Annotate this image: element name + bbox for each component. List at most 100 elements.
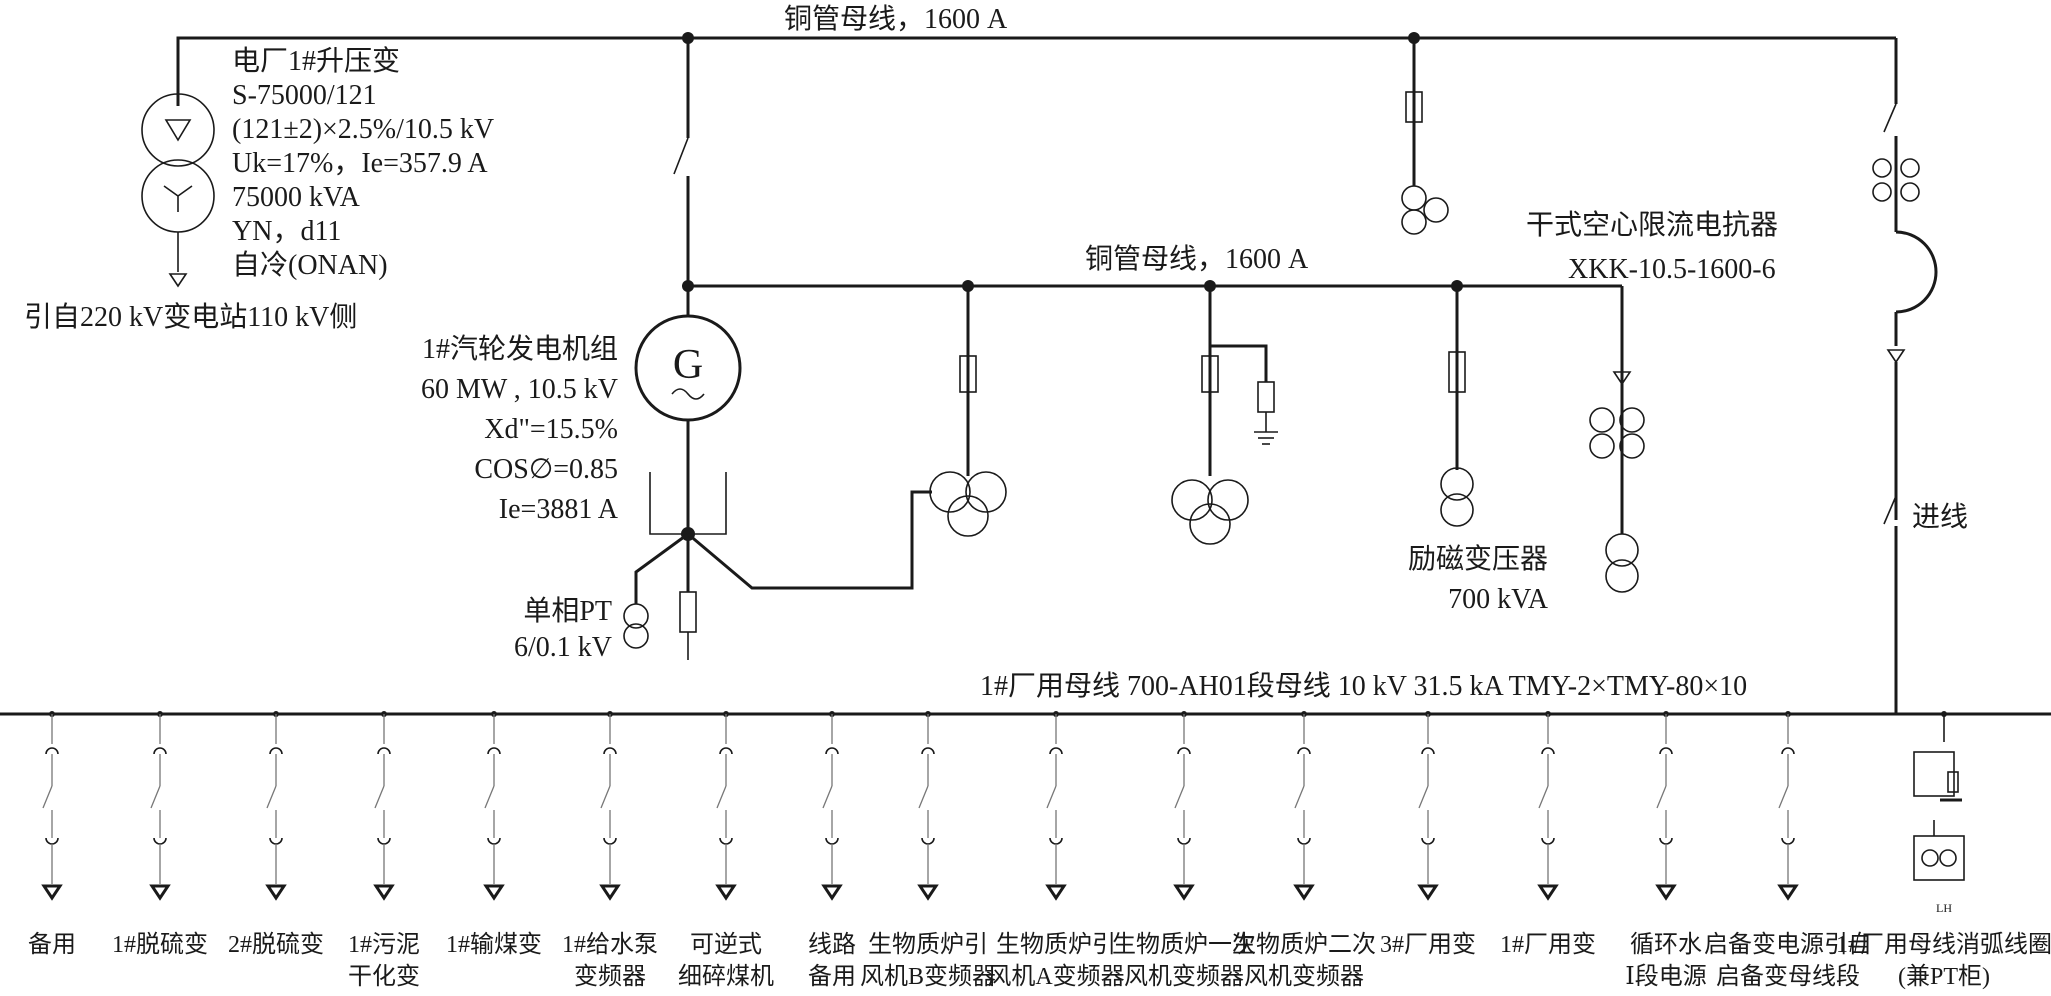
branch-three-winding-b bbox=[1171, 286, 1278, 545]
feeder-label: 备用 bbox=[28, 931, 76, 958]
reactor-label-line2: XKK-10.5-1600-6 bbox=[1568, 254, 1776, 285]
feeder-label: 风机变频器 bbox=[1244, 963, 1364, 990]
feeder-label: 生物质炉引 bbox=[996, 931, 1116, 958]
feeder-label: 变频器 bbox=[574, 963, 646, 990]
breaker-icon bbox=[1656, 785, 1667, 809]
branch-excitation-transformer: 励磁变压器 700 kVA bbox=[1408, 286, 1549, 615]
feeder-label: 3#厂用变 bbox=[1380, 931, 1476, 958]
feeder-label: 1#输煤变 bbox=[446, 931, 542, 958]
load-arrow-icon bbox=[265, 884, 287, 901]
pt-cabinet-tag: LH bbox=[1936, 901, 1952, 915]
branch-three-winding-a bbox=[929, 286, 1007, 537]
disconnector-icon bbox=[673, 137, 689, 175]
source-arrow-icon bbox=[168, 273, 188, 288]
plug-contact-icon bbox=[1177, 837, 1191, 845]
plug-contact-icon bbox=[487, 747, 501, 755]
feeder-bay: 2#脱硫变 bbox=[228, 711, 324, 958]
feeder-bay: 1#输煤变 bbox=[446, 711, 542, 958]
feeder-label: 备用 bbox=[808, 963, 856, 990]
breaker-icon bbox=[42, 785, 53, 809]
feeder-label: 1#脱硫变 bbox=[112, 931, 208, 958]
plug-contact-icon bbox=[45, 837, 59, 845]
current-limiting-reactor-icon bbox=[1895, 230, 1938, 314]
feeder-bay: 备用 bbox=[28, 711, 76, 958]
breaker-icon bbox=[600, 785, 611, 809]
pt-cabinet-icon bbox=[1913, 751, 1955, 797]
feeder-label: 生物质炉一次 bbox=[1112, 931, 1256, 958]
load-arrow-icon bbox=[1777, 884, 1799, 901]
feeder-label: 风机B变频器 bbox=[860, 963, 996, 990]
feeder-label: 循环水 bbox=[1630, 931, 1702, 958]
feeder-label: 2#脱硫变 bbox=[228, 931, 324, 958]
load-arrow-icon bbox=[821, 884, 843, 901]
feeder-label: (兼PT柜) bbox=[1898, 963, 1990, 990]
generator-symbol: G bbox=[673, 342, 703, 388]
single-phase-pt-text: 单相PT 6/0.1 kV bbox=[514, 595, 612, 663]
plug-contact-icon bbox=[1177, 747, 1191, 755]
svg-text:60 MW , 10.5 kV: 60 MW , 10.5 kV bbox=[421, 374, 618, 405]
feeder-label: 1#厂用母线消弧线圈 bbox=[1836, 931, 2051, 958]
breaker-icon bbox=[484, 785, 495, 809]
load-arrow-icon bbox=[1045, 884, 1067, 901]
breaker-icon bbox=[822, 785, 833, 809]
step-up-transformer: 电厂1#升压变 S-75000/121 (121±2)×2.5%/10.5 kV… bbox=[24, 36, 688, 333]
feeder-label: 1#污泥 bbox=[348, 931, 420, 958]
plug-contact-icon bbox=[921, 747, 935, 755]
feeder-label: 1#厂用变 bbox=[1500, 931, 1596, 958]
excitation-label-line2: 700 kVA bbox=[1448, 584, 1549, 615]
feeder-label: 1#给水泵 bbox=[562, 931, 658, 958]
load-arrow-icon bbox=[149, 884, 171, 901]
incoming-switch-icon bbox=[1883, 495, 1897, 525]
svg-text:Xd"=15.5%: Xd"=15.5% bbox=[484, 414, 618, 445]
feeder-label: 线路 bbox=[808, 931, 856, 958]
breaker-icon bbox=[1294, 785, 1305, 809]
mid-copper-busbar: 铜管母线，1600 A bbox=[682, 243, 1622, 292]
load-arrow-icon bbox=[373, 884, 395, 901]
plug-contact-icon bbox=[1659, 747, 1673, 755]
feeder-bay: LH 1#厂用母线消弧线圈 (兼PT柜) bbox=[1836, 711, 2051, 990]
load-arrow-icon bbox=[715, 884, 737, 901]
main-station-busbar: 1#厂用母线 700-AH01段母线 10 kV 31.5 kA TMY-2×T… bbox=[0, 670, 2051, 716]
main-busbar-label: 1#厂用母线 700-AH01段母线 10 kV 31.5 kA TMY-2×T… bbox=[980, 670, 1747, 702]
plug-contact-icon bbox=[487, 837, 501, 845]
plug-contact-icon bbox=[1049, 837, 1063, 845]
plug-contact-icon bbox=[719, 747, 733, 755]
transformer-source-label: 引自220 kV变电站110 kV侧 bbox=[24, 301, 357, 333]
mid-busbar-label: 铜管母线，1600 A bbox=[1085, 243, 1309, 275]
transformer-spec-text: 电厂1#升压变 S-75000/121 (121±2)×2.5%/10.5 kV… bbox=[232, 45, 494, 281]
plug-contact-icon bbox=[1297, 747, 1311, 755]
svg-text:自冷(ONAN): 自冷(ONAN) bbox=[232, 249, 388, 281]
plug-contact-icon bbox=[1049, 747, 1063, 755]
reactor-disconnector-icon bbox=[1883, 103, 1897, 133]
plug-contact-icon bbox=[1421, 747, 1435, 755]
svg-text:Ie=3881 A: Ie=3881 A bbox=[499, 494, 619, 525]
svg-text:电厂1#升压变: 电厂1#升压变 bbox=[232, 45, 400, 77]
breaker-icon bbox=[1046, 785, 1057, 809]
reactor-label-line1: 干式空心限流电抗器 bbox=[1526, 209, 1778, 241]
breaker-icon bbox=[1778, 785, 1789, 809]
feeder-bay: 3#厂用变 bbox=[1380, 711, 1476, 958]
feeder-label: 生物质炉引 bbox=[868, 931, 988, 958]
breaker-icon bbox=[374, 785, 385, 809]
svg-text:COS∅=0.85: COS∅=0.85 bbox=[474, 454, 618, 485]
breaker-icon bbox=[1418, 785, 1429, 809]
feeder-label: 启备变电源引自 bbox=[1704, 931, 1872, 958]
branch-grounding-transformer bbox=[1589, 286, 1645, 593]
feeder-label: Ⅰ段电源 bbox=[1625, 963, 1706, 990]
breaker-icon bbox=[918, 785, 929, 809]
incoming-label: 进线 bbox=[1912, 501, 1968, 533]
svg-text:75000 kVA: 75000 kVA bbox=[232, 182, 361, 213]
svg-text:YN，d11: YN，d11 bbox=[232, 216, 341, 247]
feeder-label: 干化变 bbox=[348, 963, 420, 990]
top-busbar-label: 铜管母线，1600 A bbox=[784, 3, 1008, 35]
